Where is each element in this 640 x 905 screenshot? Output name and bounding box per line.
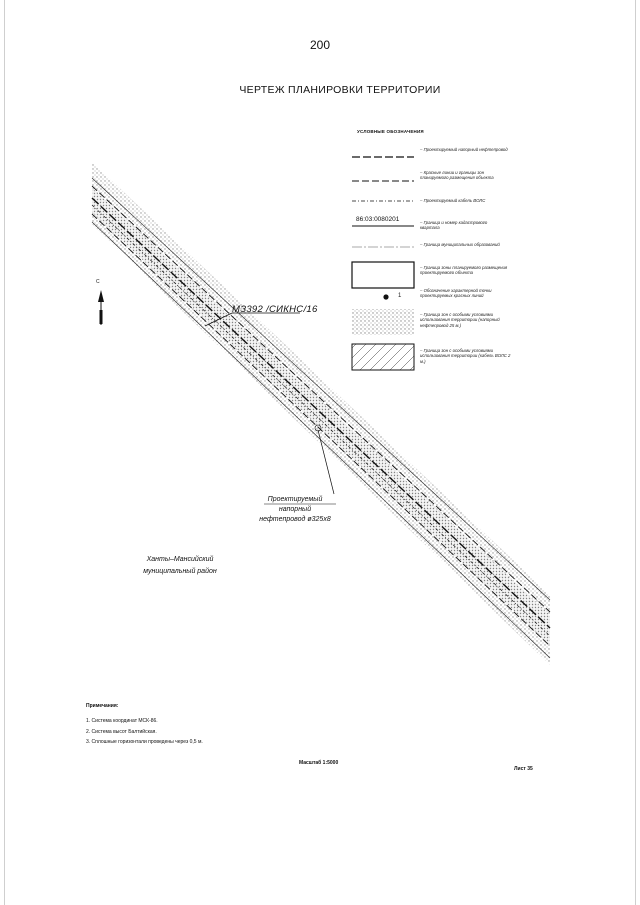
projected-pipeline-leader bbox=[317, 429, 335, 495]
red-line-south bbox=[91, 213, 551, 647]
drawing-title: ЧЕРТЕЖ ПЛАНИРОВКИ ТЕРРИТОРИИ bbox=[239, 84, 441, 96]
leader-anchor bbox=[314, 424, 322, 432]
legend-point-number: 1 bbox=[398, 293, 402, 299]
north-arrow-head bbox=[98, 290, 104, 302]
page-edge-left bbox=[4, 0, 5, 905]
legend-item-municipal: – Граница муниципальных образований bbox=[420, 242, 500, 247]
north-arrow-bar bbox=[99, 310, 103, 324]
legend-item-red-lines: – Красные линии и границы зон планируемо… bbox=[420, 170, 494, 181]
north-label: С bbox=[96, 279, 100, 285]
legend-vols-zone-box bbox=[351, 343, 415, 371]
legend-symbols bbox=[351, 156, 415, 371]
notes-heading: Примечания: bbox=[86, 703, 119, 709]
legend-heading: УСЛОВНЫЕ ОБОЗНАЧЕНИЯ bbox=[357, 129, 424, 134]
district-label-line-2: муниципальный район bbox=[143, 568, 217, 575]
projected-label-line-2: напорный bbox=[278, 506, 312, 513]
note-item: 1. Система координат МСК-86. bbox=[86, 718, 158, 724]
district-label: Ханты–Мансийский муниципальный район bbox=[120, 554, 240, 578]
projected-label-line-1: Проектируемый bbox=[267, 496, 323, 503]
projected-pipeline-label: Проектируемый напорный нефтепровод ø325х… bbox=[252, 495, 338, 525]
legend-item-pipeline: – Проектируемый напорный нефтепровод bbox=[420, 147, 508, 152]
legend-cadastral-code: 86:03:0080201 bbox=[356, 216, 400, 223]
legend-pipeline-zone-box bbox=[352, 309, 414, 335]
zone-border-south bbox=[91, 221, 551, 659]
vols-cable-line bbox=[91, 204, 551, 637]
red-line-north bbox=[91, 185, 551, 613]
scale-label: Масштаб 1:5000 bbox=[299, 760, 339, 766]
legend-zone-box bbox=[351, 261, 415, 289]
projected-label-line-3: нефтепровод ø325х8 bbox=[259, 516, 331, 523]
zone-border-north bbox=[91, 177, 551, 601]
legend-item-cadastral: – Граница и номер кадастрового квартала bbox=[420, 220, 488, 231]
notes-list: 1. Система координат МСК-86. 2. Система … bbox=[86, 716, 203, 748]
district-label-line-1: Ханты–Мансийский bbox=[146, 556, 214, 563]
planned-corridor-band bbox=[92, 188, 550, 645]
legend-point-symbol bbox=[383, 294, 389, 300]
legend-item-point: – Обозначение характерной точки проектир… bbox=[420, 288, 492, 299]
note-item: 3. Сплошные горизонтали проведены через … bbox=[86, 739, 203, 745]
page-edge-right bbox=[635, 0, 636, 905]
pipeline-line bbox=[91, 197, 551, 629]
pipeline-name-label: МЗ392 /СИКНС/16 bbox=[232, 304, 318, 315]
note-item: 2. Система высот Балтийская. bbox=[86, 728, 157, 735]
pipeline-name-leader bbox=[204, 312, 233, 327]
sheet-number: Лист 35 bbox=[514, 766, 533, 772]
legend-item-pipeline-zone: – Граница зон с особыми условиями исполь… bbox=[420, 312, 500, 328]
legend-item-vols: – Проектируемый кабель ВОЛС bbox=[420, 198, 486, 203]
page-number: 200 bbox=[309, 38, 331, 52]
legend-item-vols-zone: – Граница зон с особыми условиями исполь… bbox=[420, 348, 511, 364]
legend-item-zone: – Граница зоны планируемого размещения п… bbox=[420, 265, 508, 276]
